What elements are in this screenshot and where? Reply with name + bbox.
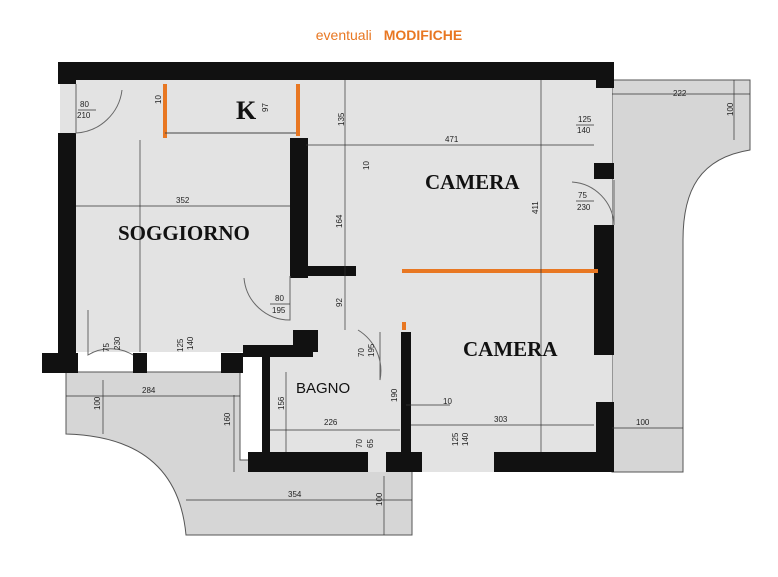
dim-door1-width: 80 bbox=[80, 100, 89, 109]
dim-10-camera: 10 bbox=[362, 161, 371, 170]
dim-door2-width: 75 bbox=[578, 191, 587, 200]
dim-door6-height: 65 bbox=[366, 439, 375, 448]
dim-door4-width: 70 bbox=[357, 348, 366, 357]
dim-win1-height: 140 bbox=[577, 126, 591, 135]
dim-door3-width: 80 bbox=[275, 294, 284, 303]
dim-92: 92 bbox=[335, 298, 344, 307]
dim-k-97: 97 bbox=[261, 103, 270, 112]
dim-door2-height: 230 bbox=[577, 203, 591, 212]
room-label-camera-2: CAMERA bbox=[463, 337, 558, 361]
dim-135: 135 bbox=[337, 112, 346, 126]
room-label-bagno: BAGNO bbox=[296, 380, 351, 397]
dimension-lines bbox=[66, 80, 750, 535]
dim-door3-height: 195 bbox=[272, 306, 286, 315]
plan-title: eventuali MODIFICHE bbox=[0, 27, 778, 43]
title-word-eventuali: eventuali bbox=[315, 27, 372, 43]
walls bbox=[42, 62, 614, 472]
title-word-modifiche: MODIFICHE bbox=[383, 27, 463, 43]
dim-352: 352 bbox=[176, 196, 190, 205]
dim-303: 303 bbox=[494, 415, 508, 424]
room-label-camera-1: CAMERA bbox=[425, 170, 520, 194]
dim-win2-width: 125 bbox=[176, 338, 185, 352]
dim-door6-width: 70 bbox=[355, 439, 364, 448]
dim-10-bagno: 10 bbox=[443, 397, 452, 406]
dim-222: 222 bbox=[673, 89, 687, 98]
dim-door5-height: 230 bbox=[113, 336, 122, 350]
balcony-left bbox=[65, 371, 413, 536]
dim-100-bottom: 100 bbox=[375, 492, 384, 506]
room-label-soggiorno: SOGGIORNO bbox=[118, 221, 250, 245]
dim-160: 160 bbox=[223, 412, 232, 426]
dim-156: 156 bbox=[277, 396, 286, 410]
dim-door4-height: 195 bbox=[367, 343, 376, 357]
door-swings bbox=[75, 84, 615, 381]
dim-win3-height: 140 bbox=[461, 432, 470, 446]
dim-door1-height: 210 bbox=[77, 111, 91, 120]
dim-win3-width: 125 bbox=[451, 432, 460, 446]
dim-door5-width: 75 bbox=[102, 343, 111, 352]
modification-lines bbox=[163, 84, 598, 330]
dim-471: 471 bbox=[445, 135, 459, 144]
room-label-kitchen: K bbox=[236, 96, 257, 125]
dim-100-balcony-right: 100 bbox=[726, 102, 735, 116]
dim-164: 164 bbox=[335, 214, 344, 228]
dim-k-10: 10 bbox=[154, 95, 163, 104]
dim-100-balcony-left: 100 bbox=[93, 396, 102, 410]
dim-100-right: 100 bbox=[636, 418, 650, 427]
dim-win2-height: 140 bbox=[186, 336, 195, 350]
dimension-texts: 80 210 10 97 135 471 125 140 222 100 10 … bbox=[77, 89, 735, 506]
dim-190: 190 bbox=[390, 388, 399, 402]
balcony-right bbox=[611, 79, 751, 473]
dim-354: 354 bbox=[288, 490, 302, 499]
dim-284: 284 bbox=[142, 386, 156, 395]
dim-win1-width: 125 bbox=[578, 115, 592, 124]
dim-411: 411 bbox=[531, 201, 540, 214]
dim-226: 226 bbox=[324, 418, 338, 427]
